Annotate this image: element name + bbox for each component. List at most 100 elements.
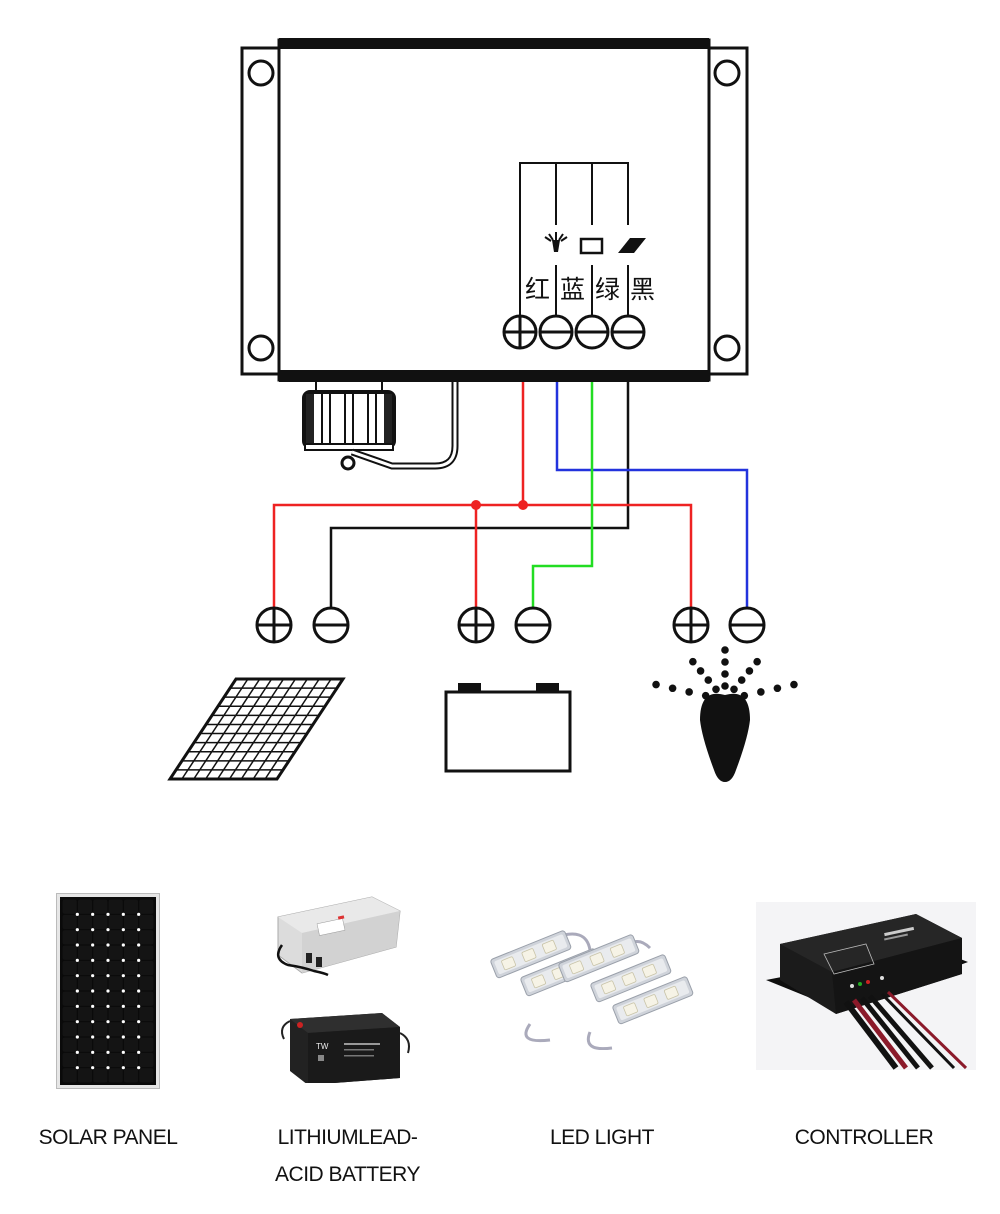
mounting-hole-icon	[247, 334, 275, 362]
mounting-hole-icon	[713, 334, 741, 362]
pv-cell-gap	[106, 1066, 110, 1070]
pv-cell	[77, 1022, 93, 1037]
pv-cell	[93, 991, 108, 1006]
light-ray-dot	[745, 667, 754, 675]
pv-cell-gap	[106, 1050, 110, 1054]
left-mounting-flange	[240, 46, 282, 376]
light-ray-dot	[721, 682, 729, 690]
solar-grid-line	[264, 678, 332, 780]
pv-cell	[77, 1068, 93, 1083]
light-ray-dot	[696, 667, 705, 675]
led-module	[558, 934, 640, 983]
solar-panel-icon	[618, 238, 646, 253]
pv-cell-gap	[91, 1004, 95, 1008]
pv-cell	[108, 1068, 123, 1083]
terminal-label-blue: 蓝	[560, 275, 585, 304]
pv-cell-gap	[137, 943, 141, 947]
pv-cell	[93, 1022, 108, 1037]
pv-cell-gap	[75, 928, 79, 932]
light-ray-dot	[757, 688, 765, 696]
pv-cell-gap	[75, 1020, 79, 1024]
pv-cell-gap	[91, 974, 95, 978]
light-ray-dot	[689, 657, 697, 666]
pv-cell	[108, 930, 123, 945]
pv-cell	[62, 1006, 77, 1022]
pv-cell-gap	[121, 943, 125, 947]
pv-cell-gap	[75, 1066, 79, 1070]
pv-cell	[77, 991, 93, 1006]
pv-cell	[123, 1068, 139, 1083]
light-ray-dot	[753, 657, 761, 666]
pv-cell	[62, 991, 77, 1006]
pv-cell	[139, 914, 154, 930]
controller-top-bar	[279, 38, 709, 49]
led-module	[490, 930, 572, 979]
pv-cell	[139, 1068, 154, 1083]
load-terminals	[255, 606, 766, 644]
light-ray-dot	[685, 688, 693, 696]
pv-cell-gap	[75, 912, 79, 916]
pv-cell	[62, 899, 77, 914]
pv-cell	[93, 1006, 108, 1022]
light-ray-dot	[790, 680, 798, 689]
pv-cell-gap	[137, 928, 141, 932]
pv-cell	[139, 1052, 154, 1068]
pv-cell	[139, 930, 154, 945]
pv-cell	[108, 1052, 123, 1068]
battery-terminal-positive	[457, 606, 495, 644]
pv-cell	[139, 945, 154, 960]
pv-cell-gap	[121, 1004, 125, 1008]
pv-cell	[123, 960, 139, 976]
pv-cell-gap	[106, 912, 110, 916]
pv-cell	[139, 1037, 154, 1052]
terminal-label-black: 黑	[630, 275, 655, 304]
pv-cell-gap	[121, 974, 125, 978]
terminal-schematic: 红 蓝 绿 黑	[502, 162, 655, 350]
pv-cell-gap	[137, 989, 141, 993]
product-caption-controller: CONTROLLER	[794, 1126, 934, 1149]
pv-cell-gap	[91, 958, 95, 962]
light-ray-dot	[730, 685, 738, 694]
controller-image	[756, 902, 976, 1070]
pv-cell-gap	[91, 1050, 95, 1054]
light-ray-dot	[701, 691, 710, 700]
mounting-hole-icon	[247, 59, 275, 87]
solar-panel-drawing-icon	[167, 677, 346, 781]
pv-cell	[123, 930, 139, 945]
pv-cell-gap	[121, 928, 125, 932]
pv-cell	[77, 914, 93, 930]
pv-cell-gap	[121, 1050, 125, 1054]
pv-cell	[77, 1037, 93, 1052]
led-module	[612, 976, 694, 1025]
pv-cell	[139, 976, 154, 991]
controller-bottom-bar	[279, 370, 709, 382]
cable-gland-icon	[302, 382, 459, 471]
pv-cell-gap	[121, 1066, 125, 1070]
product-caption-battery: LITHIUMLEAD-ACID BATTERY	[275, 1126, 420, 1186]
controller-terminal-negative	[610, 314, 646, 350]
pv-cell-gap	[75, 989, 79, 993]
pv-cell-gap	[91, 1066, 95, 1070]
pv-cell-gap	[137, 958, 141, 962]
pv-cell-gap	[137, 912, 141, 916]
lamp-terminal-negative	[728, 606, 766, 644]
pv-cell-gap	[121, 958, 125, 962]
pv-cell	[123, 1022, 139, 1037]
battery-icon	[579, 237, 604, 255]
red-wire-junction	[518, 500, 528, 510]
pv-cell	[123, 1052, 139, 1068]
solar-grid-line	[193, 678, 261, 780]
pv-cell-gap	[91, 912, 95, 916]
product-caption-led-light: LED LIGHT	[549, 1126, 655, 1149]
light-ray-dot	[712, 685, 720, 694]
pv-cell	[62, 945, 77, 960]
pv-cell	[108, 1022, 123, 1037]
controller-terminal-positive	[502, 314, 538, 350]
light-ray-dot	[652, 680, 660, 689]
solar-grid-line	[228, 678, 297, 780]
pv-cell	[62, 1022, 77, 1037]
pv-cell	[123, 1037, 139, 1052]
pv-cell	[139, 991, 154, 1006]
pv-cell	[93, 1068, 108, 1083]
pv-cell	[62, 1037, 77, 1052]
